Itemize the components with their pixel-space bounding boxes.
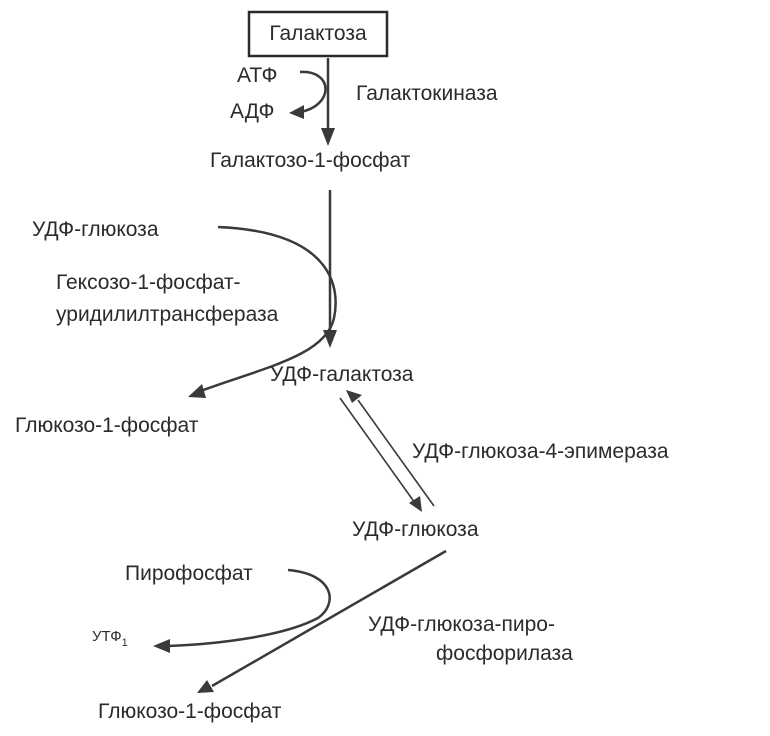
galactose-1-phosphate-label: Галактозо-1-фосфат bbox=[210, 149, 411, 172]
udp-glucose-to-glucose-1-phosphate-curve bbox=[197, 225, 337, 394]
epimerase-reverse-arrowhead bbox=[346, 390, 362, 403]
galactose-label: Галактоза bbox=[269, 22, 367, 45]
utp-arrowhead bbox=[153, 639, 170, 653]
transferase-label-line1: Гексозо-1-фосфат- bbox=[56, 271, 241, 294]
glucose-1-phosphate-arrowhead-a bbox=[188, 384, 206, 398]
udp-glucose-to-glucose-1-phosphate-arrow bbox=[211, 549, 447, 688]
pyrophosphorylase-label-line2: фосфорилаза bbox=[436, 642, 573, 665]
udp-glucose-input-label: УДФ-глюкоза bbox=[32, 218, 159, 241]
galactose-to-g1p-arrowhead bbox=[321, 128, 335, 146]
transferase-label-line2: уридилилтрансфераза bbox=[56, 303, 279, 326]
pyrophosphate-label: Пирофосфат bbox=[125, 562, 253, 585]
galactose-box bbox=[247, 10, 389, 58]
g1p-to-udp-galactose-arrowhead bbox=[323, 330, 337, 348]
epimerase-reverse-arrow bbox=[357, 399, 435, 507]
epimerase-forward-arrowhead bbox=[409, 496, 422, 512]
adp-label: АДФ bbox=[230, 100, 274, 123]
utp-subscript: 1 bbox=[122, 637, 128, 649]
glucose-1-phosphate-label-a: Глюкозо-1-фосфат bbox=[15, 414, 199, 437]
udp-glucose-label: УДФ-глюкоза bbox=[352, 518, 479, 541]
utp-text: УТФ bbox=[92, 628, 122, 645]
pyrophosphorylase-label-line1: УДФ-глюкоза-пиро- bbox=[368, 613, 555, 636]
epimerase-forward-arrow bbox=[339, 397, 416, 504]
utp-label: УТФ1 bbox=[92, 628, 128, 649]
galactokinase-label: Галактокиназа bbox=[356, 82, 498, 105]
atp-to-adp-curve bbox=[299, 70, 327, 114]
glucose-1-phosphate-arrowhead-b bbox=[197, 680, 214, 693]
adp-arrowhead bbox=[289, 105, 304, 119]
glucose-1-phosphate-label-b: Глюкозо-1-фосфат bbox=[98, 700, 282, 723]
udp-galactose-label: УДФ-галактоза bbox=[270, 363, 414, 386]
pyrophosphate-to-utp-curve bbox=[167, 568, 331, 648]
epimerase-label: УДФ-глюкоза-4-эпимераза bbox=[412, 440, 669, 463]
atp-label: АТФ bbox=[237, 64, 277, 87]
